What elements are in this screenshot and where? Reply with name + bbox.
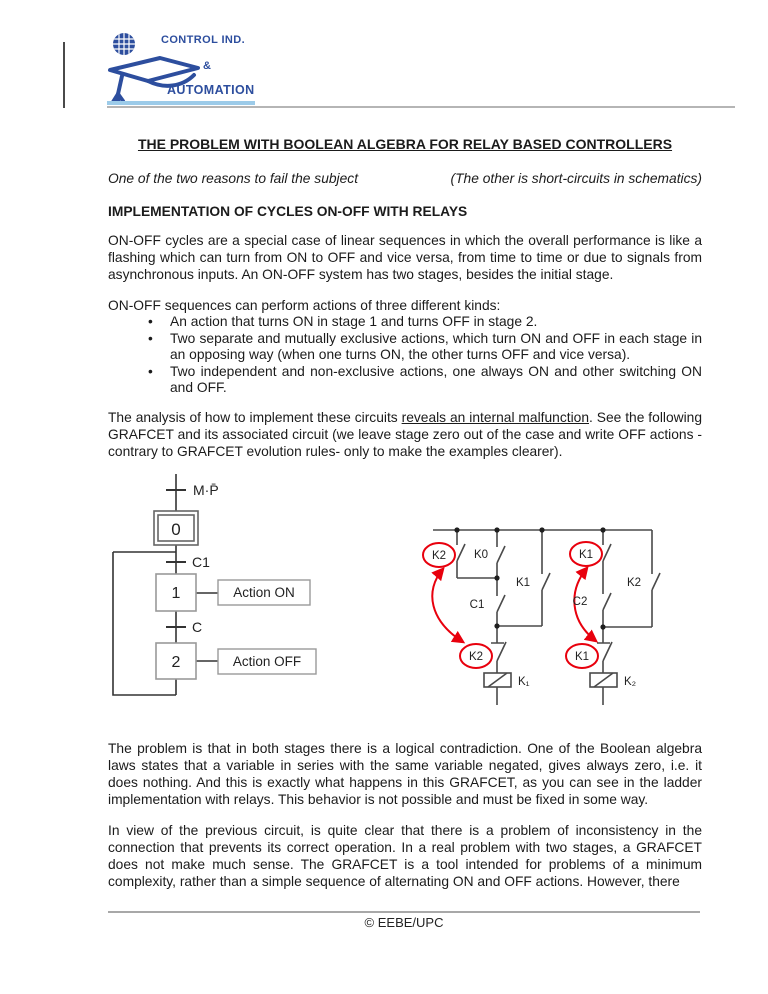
section-heading: IMPLEMENTATION OF CYCLES ON-OFF WITH REL…	[108, 204, 468, 219]
grafcet-diagram: M·P̄ 0 C1 1 Action ON C 2 Action OFF	[112, 473, 317, 696]
analysis-before: The analysis of how to implement these c…	[108, 409, 402, 425]
grafcet-lines	[112, 473, 218, 696]
paragraph-problem: The problem is that in both stages there…	[108, 740, 702, 807]
grafcet-step0-box	[153, 509, 199, 546]
footer-divider-line	[108, 911, 700, 913]
grafcet-initial-transition-label: M·P̄	[193, 482, 219, 498]
red-circle-left-top	[422, 541, 456, 568]
contact-label-k1-hold: K1	[516, 577, 530, 589]
paragraph-view: In view of the previous circuit, is quit…	[108, 822, 702, 889]
contact-label-k2-bottom: K2	[469, 651, 483, 663]
page-title: THE PROBLEM WITH BOOLEAN ALGEBRA FOR REL…	[137, 136, 673, 152]
contact-label-k1-bottom: K1	[575, 651, 589, 663]
bullet-list: An action that turns ON in stage 1 and t…	[108, 314, 702, 397]
contact-label-c1: C1	[470, 599, 485, 611]
subtitle-row: One of the two reasons to fail the subje…	[108, 170, 702, 187]
analysis-after: . See the following GRAFCET and its asso…	[108, 409, 702, 459]
coil-label-k1: K₁	[518, 676, 530, 688]
contact-label-k1-top: K1	[579, 549, 593, 561]
relay-circuit-diagram: K2 K0 K1 C1 K2 K₁ K1 K2 C2 K1 K₂	[422, 526, 661, 705]
coil-label-k2: K₂	[624, 676, 636, 688]
logo-text-line3: AUTOMATION	[167, 83, 255, 97]
contradiction-annotations	[422, 540, 603, 669]
circuit-junction-dots	[454, 526, 606, 630]
paragraph-analysis: The analysis of how to implement these c…	[108, 409, 702, 460]
analysis-underlined: reveals an internal malfunction	[401, 409, 589, 425]
logo-text-line2: &	[203, 60, 211, 72]
red-circle-left-bottom	[459, 642, 493, 669]
header-vertical-rule	[63, 42, 65, 108]
grafcet-step1-label: 1	[172, 585, 181, 602]
logo-graduation-cap-icon	[108, 33, 200, 104]
contact-label-k2-parallel: K2	[627, 577, 641, 589]
bullet-item-1: An action that turns ON in stage 1 and t…	[148, 314, 702, 331]
grafcet-action-off-box	[217, 647, 317, 675]
grafcet-transition1-label: C1	[192, 554, 210, 570]
logo-text-line1: CONTROL IND.	[161, 34, 246, 46]
figure-area: M·P̄ 0 C1 1 Action ON C 2 Action OFF	[108, 466, 702, 716]
logo-underline-bar	[107, 101, 255, 105]
subtitle-right: (The other is short-circuits in schemati…	[450, 171, 702, 186]
footer-copyright: © EEBE/UPC	[364, 915, 444, 930]
bullet-item-3: Two independent and non-exclusive action…	[148, 364, 702, 397]
grafcet-step2-box	[155, 641, 197, 680]
paragraph-intro: ON-OFF cycles are a special case of line…	[108, 233, 702, 282]
header-divider-line	[107, 106, 735, 108]
contradiction-arrow-left	[431, 566, 466, 643]
logo-globe-icon	[113, 33, 135, 55]
grafcet-action-off-label: Action OFF	[233, 654, 301, 669]
grafcet-action-on-label: Action ON	[233, 585, 295, 600]
contact-label-c2: C2	[573, 596, 588, 608]
grafcet-step1-box	[155, 572, 197, 612]
contact-label-k0: K0	[474, 549, 488, 561]
paragraph-kinds: ON-OFF sequences can perform actions of …	[108, 298, 501, 313]
grafcet-action-on-box	[217, 578, 311, 606]
grafcet-step0-label: 0	[171, 520, 180, 539]
contradiction-arrow-right	[573, 565, 599, 643]
bullet-item-2: Two separate and mutually exclusive acti…	[148, 331, 702, 364]
contact-label-k2-top: K2	[432, 550, 446, 562]
red-circle-right-bottom	[565, 642, 599, 669]
grafcet-step2-label: 2	[172, 654, 181, 671]
subtitle-left: One of the two reasons to fail the subje…	[108, 171, 359, 186]
grafcet-transition2-label: C	[192, 619, 202, 635]
document-body: THE PROBLEM WITH BOOLEAN ALGEBRA FOR REL…	[108, 136, 702, 890]
